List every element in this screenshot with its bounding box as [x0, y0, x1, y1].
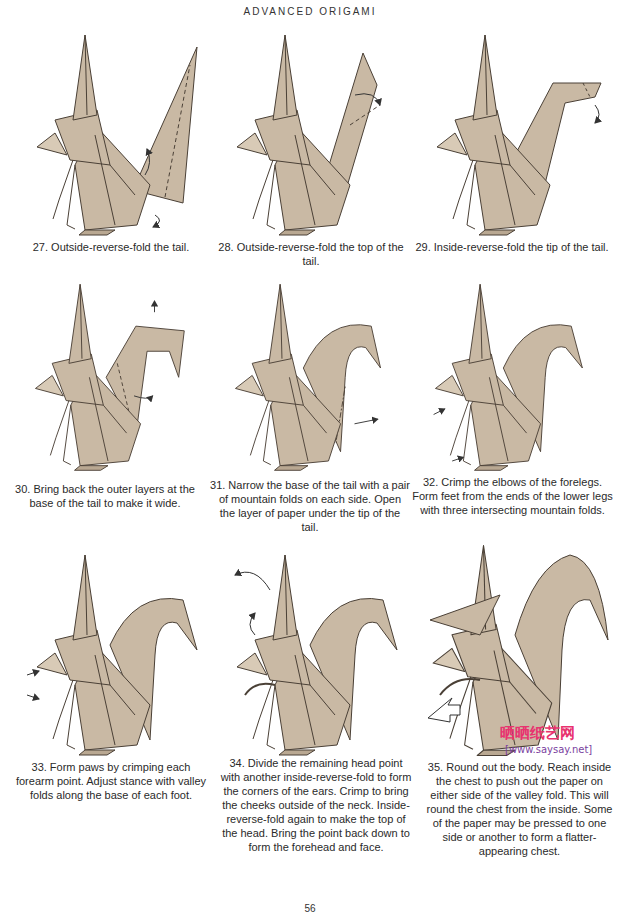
- illustration-part: [145, 149, 150, 175]
- step-caption: 35. Round out the body. Reach inside the…: [422, 760, 617, 858]
- illustration-part: [430, 595, 500, 635]
- step-figure: [35, 284, 184, 470]
- step-figure: [237, 35, 380, 235]
- illustration-part: [35, 284, 140, 470]
- illustration-part: [165, 65, 190, 197]
- step-figure: [437, 35, 601, 235]
- watermark-url: [www.saysay.net]: [505, 744, 592, 755]
- illustration-part: [355, 94, 380, 105]
- illustration-part: [434, 409, 445, 415]
- page-number: 56: [280, 903, 340, 914]
- illustration-part: [153, 215, 160, 227]
- illustration-part: [37, 35, 150, 235]
- illustration-part: [237, 555, 350, 755]
- step-caption: 28. Outside-reverse-fold the top of the …: [212, 240, 410, 268]
- running-header: ADVANCED ORIGAMI: [160, 6, 460, 17]
- step-figure: [434, 284, 583, 470]
- step-caption: 31. Narrow the base of the tail with a p…: [210, 478, 410, 534]
- step-caption: 34. Divide the remaining head point with…: [220, 756, 412, 854]
- step-figure: [428, 546, 608, 756]
- illustration-part: [134, 396, 153, 398]
- illustration-part: [235, 572, 270, 590]
- step-caption: 32. Crimp the elbows of the forelegs. Fo…: [410, 475, 615, 517]
- illustration-part: [595, 105, 599, 123]
- illustration-part: [154, 301, 155, 312]
- step-figure: [235, 284, 380, 470]
- illustration-part: [583, 83, 591, 99]
- step-figure: [37, 35, 197, 235]
- illustration-part: [350, 105, 380, 125]
- step-figure: [27, 555, 197, 755]
- illustration-part: [250, 613, 255, 635]
- illustration-part: [37, 555, 150, 755]
- illustration-part: [452, 457, 463, 461]
- illustration-part: [237, 35, 350, 235]
- illustration-part: [27, 671, 39, 675]
- illustration-part: [235, 284, 340, 470]
- step-figure: [235, 555, 397, 755]
- watermark: 晒晒纸艺网: [500, 724, 575, 743]
- illustration-part: [435, 284, 540, 470]
- illustration-part: [355, 419, 378, 424]
- illustration-part: [27, 695, 39, 699]
- illustration-part: [428, 698, 460, 722]
- step-caption: 29. Inside-reverse-fold the tip of the t…: [412, 240, 612, 254]
- illustration-part: [440, 679, 480, 695]
- step-caption: 27. Outside-reverse-fold the tail.: [12, 240, 210, 254]
- step-caption: 30. Bring back the outer layers at the b…: [5, 482, 205, 510]
- step-caption: 33. Form paws by crimping each forearm p…: [12, 760, 210, 802]
- illustration-part: [245, 684, 275, 695]
- illustration-part: [437, 35, 550, 235]
